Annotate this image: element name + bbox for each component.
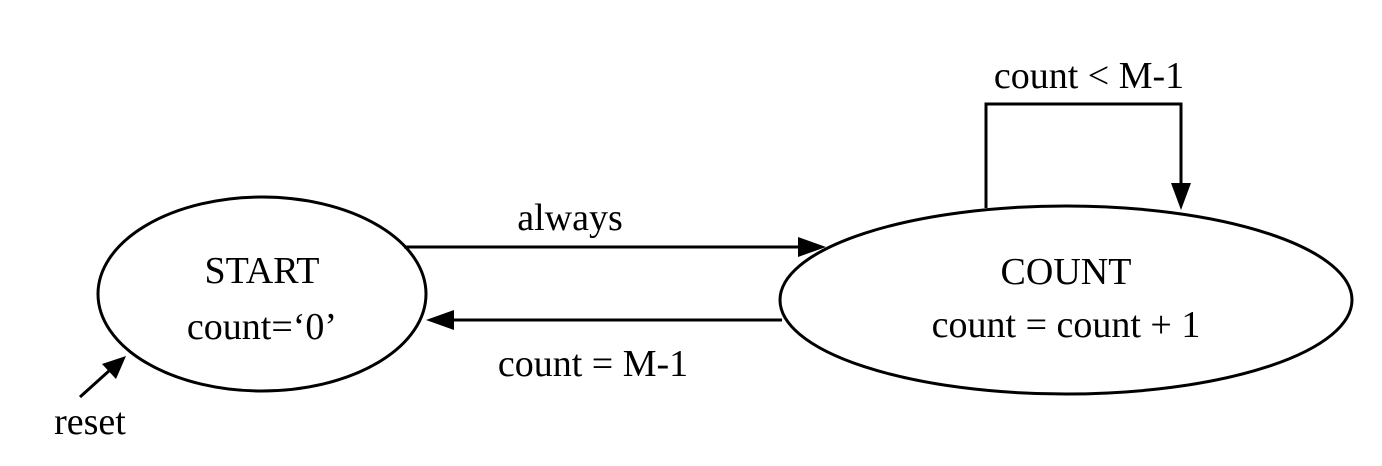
reset-label: reset [54, 401, 126, 443]
transition-count-self-loop-label: count < M-1 [994, 55, 1184, 97]
state-count: COUNT count = count + 1 [778, 204, 1354, 396]
state-start-action: count=‘0’ [187, 306, 337, 348]
arrowhead-right-icon [798, 237, 826, 257]
transition-count-self-loop: count < M-1 [984, 55, 1191, 210]
state-start: START count=‘0’ [96, 195, 428, 393]
reset-entry: reset [54, 356, 126, 443]
transition-start-to-count-label: always [517, 197, 623, 239]
arrowhead-down-icon [1171, 183, 1191, 210]
transition-count-self-loop-line [984, 102, 1183, 208]
reset-arrow-line [78, 368, 112, 399]
state-count-action: count = count + 1 [932, 304, 1201, 346]
reset-arrowhead-icon [102, 356, 126, 379]
transition-count-to-start: count = M-1 [426, 310, 782, 385]
arrowhead-left-icon [426, 310, 454, 330]
transition-count-to-start-label: count = M-1 [498, 343, 688, 385]
state-start-ellipse [96, 195, 428, 393]
state-count-ellipse [778, 204, 1354, 396]
state-start-name: START [204, 250, 319, 292]
state-count-name: COUNT [1001, 251, 1132, 293]
transition-start-to-count: always [404, 197, 826, 257]
